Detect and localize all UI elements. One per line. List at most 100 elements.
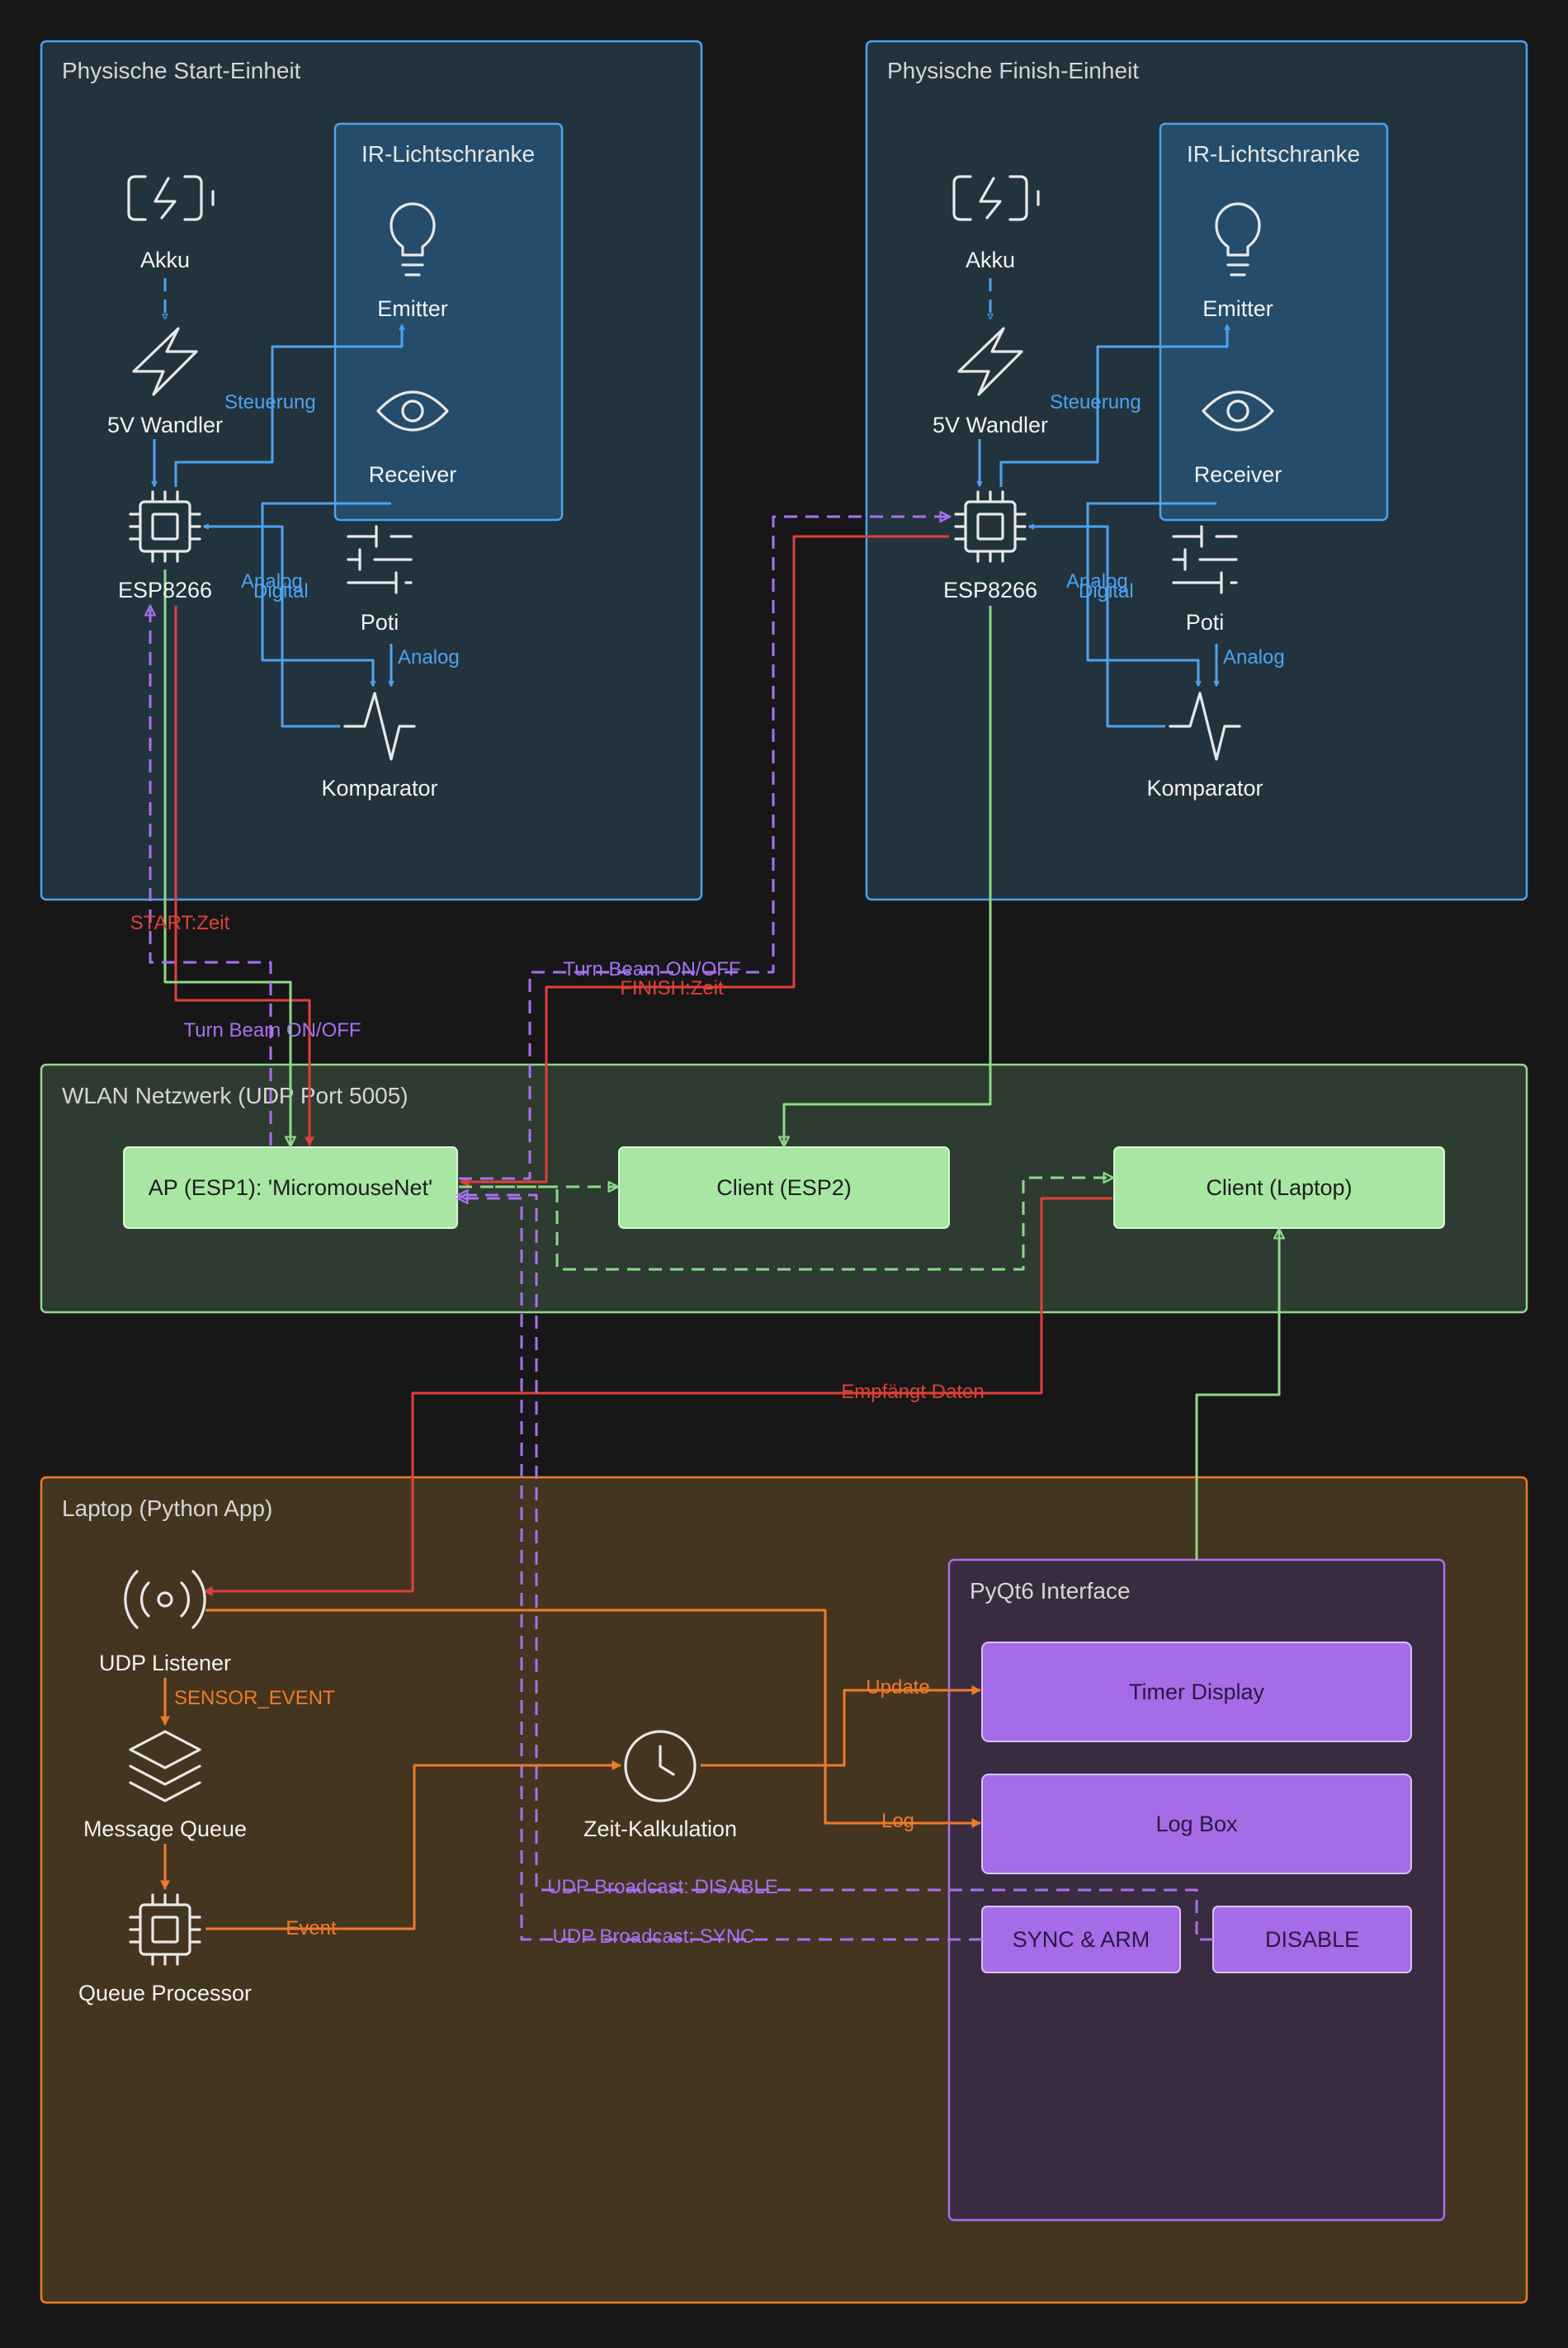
receiver-node-finish: Receiver — [1194, 390, 1282, 487]
turn-beam-label-finish: Turn Beam ON/OFF — [563, 958, 740, 980]
message-queue-node: Message Queue — [83, 1730, 247, 1841]
komparator-node-finish: Komparator — [1146, 692, 1263, 801]
emitter-node-finish: Emitter — [1202, 202, 1273, 321]
disable-button[interactable]: DISABLE — [1212, 1906, 1412, 1973]
wlan-title: WLAN Netzwerk (UDP Port 5005) — [62, 1083, 409, 1108]
empfaengt-daten-label: Empfängt Daten — [841, 1381, 984, 1403]
event-label: Event — [286, 1917, 337, 1939]
start-ir-barrier-group: IR-Lichtschranke — [333, 122, 564, 522]
akku-node-finish: Akku — [952, 175, 1040, 272]
lightning-bolt-icon — [957, 327, 1023, 396]
chip-icon — [954, 490, 1027, 563]
signal-pulse-icon — [343, 692, 416, 761]
chip-icon — [129, 1893, 201, 1966]
pyqt-title: PyQt6 Interface — [970, 1578, 1131, 1604]
layers-icon — [129, 1730, 201, 1802]
chip-icon — [129, 490, 201, 563]
client-laptop-label: Client (Laptop) — [1206, 1175, 1352, 1200]
finish-unit-edges — [980, 278, 1227, 728]
udp-disable-label: UDP Broadcast: DISABLE — [547, 1876, 778, 1898]
esp-label-start: ESP8266 — [118, 578, 212, 602]
battery-charging-icon — [952, 175, 1040, 221]
finish-ir-barrier-group: IR-Lichtschranke — [1159, 122, 1389, 522]
sync-arm-button[interactable]: SYNC & ARM — [981, 1906, 1181, 1973]
udp-listener-node: UDP Listener — [99, 1570, 231, 1675]
eye-icon — [1202, 390, 1274, 432]
sync-arm-label: SYNC & ARM — [1013, 1927, 1150, 1952]
wandler-node-start: 5V Wandler — [107, 327, 223, 437]
laptop-title: Laptop (Python App) — [62, 1495, 272, 1521]
analog-label-start-poti: Analog — [398, 646, 460, 668]
emitter-label-finish: Emitter — [1202, 296, 1273, 321]
log-label: Log — [881, 1810, 914, 1832]
akku-label-start: Akku — [140, 248, 190, 272]
wandler-label-finish: 5V Wandler — [933, 413, 1048, 437]
wandler-label-start: 5V Wandler — [107, 413, 223, 437]
queue-processor-label: Queue Processor — [78, 1981, 252, 2005]
broadcast-icon — [124, 1570, 206, 1629]
start-ir-barrier-title: IR-Lichtschranke — [361, 141, 535, 167]
komparator-node-start: Komparator — [321, 692, 438, 801]
digital-label-finish: Digital — [1079, 580, 1134, 602]
steuerung-label-start: Steuerung — [224, 391, 316, 413]
disable-label: DISABLE — [1265, 1927, 1359, 1952]
network-edge-labels: START:Zeit Turn Beam ON/OFF Turn Beam ON… — [130, 912, 985, 1403]
analog-label-finish: Analog — [1066, 570, 1128, 593]
analog-label-start: Analog — [241, 570, 303, 593]
clock-icon — [624, 1730, 697, 1802]
start-unit-edge-labels: Steuerung Analog Digital Analog — [224, 391, 460, 668]
log-box: Log Box — [981, 1774, 1412, 1874]
poti-node-finish: Poti — [1172, 525, 1238, 635]
signal-pulse-icon — [1169, 692, 1241, 761]
zeit-kalkulation-node: Zeit-Kalkulation — [583, 1730, 737, 1841]
lightbulb-icon — [390, 202, 436, 276]
client-esp2-node: Client (ESP2) — [618, 1146, 950, 1229]
finish-unit-title: Physische Finish-Einheit — [887, 58, 1139, 83]
lightning-bolt-icon — [132, 327, 198, 396]
esp-node-start: ESP8266 — [118, 490, 212, 602]
komparator-label-start: Komparator — [321, 776, 437, 801]
receiver-node-start: Receiver — [369, 390, 457, 487]
laptop-edges — [160, 1609, 982, 1930]
laptop-edge-labels: SENSOR_EVENT Update Log Event UDP Broadc… — [174, 1676, 930, 1948]
log-box-label: Log Box — [1155, 1812, 1238, 1836]
sensor-event-label: SENSOR_EVENT — [174, 1687, 335, 1709]
udp-listener-label: UDP Listener — [99, 1651, 231, 1675]
analog-label-finish-poti: Analog — [1223, 646, 1285, 668]
receiver-label-start: Receiver — [369, 462, 457, 487]
poti-label-finish: Poti — [1186, 610, 1225, 635]
start-unit-title: Physische Start-Einheit — [62, 58, 301, 83]
message-queue-label: Message Queue — [83, 1817, 247, 1841]
eye-icon — [376, 390, 449, 432]
timer-display-label: Timer Display — [1129, 1680, 1265, 1704]
slider-icon — [347, 525, 413, 594]
emitter-node-start: Emitter — [377, 202, 448, 321]
ap-esp1-node: AP (ESP1): 'MicromouseNet' — [123, 1146, 458, 1229]
wandler-node-finish: 5V Wandler — [933, 327, 1048, 437]
akku-node-start: Akku — [127, 175, 215, 272]
receiver-label-finish: Receiver — [1194, 462, 1282, 487]
finish-ir-barrier-title: IR-Lichtschranke — [1187, 141, 1360, 167]
turn-beam-label-start: Turn Beam ON/OFF — [183, 1019, 361, 1042]
poti-node-start: Poti — [347, 525, 413, 635]
akku-label-finish: Akku — [966, 248, 1015, 272]
slider-icon — [1172, 525, 1238, 594]
esp-label-finish: ESP8266 — [943, 578, 1037, 602]
emitter-label-start: Emitter — [377, 296, 448, 321]
start-zeit-label: START:Zeit — [130, 912, 230, 934]
esp-node-finish: ESP8266 — [943, 490, 1037, 602]
zeit-kalkulation-label: Zeit-Kalkulation — [583, 1817, 737, 1841]
network-edges — [150, 517, 1279, 1941]
komparator-label-finish: Komparator — [1146, 776, 1263, 801]
udp-sync-label: UDP Broadcast: SYNC — [553, 1925, 755, 1948]
poti-label-start: Poti — [361, 610, 399, 635]
client-laptop-node: Client (Laptop) — [1113, 1146, 1445, 1229]
battery-charging-icon — [127, 175, 215, 221]
client-esp2-label: Client (ESP2) — [716, 1175, 852, 1200]
steuerung-label-finish: Steuerung — [1050, 391, 1141, 413]
start-unit-edges — [154, 278, 402, 728]
finish-zeit-label: FINISH:Zeit — [620, 977, 724, 999]
timer-display: Timer Display — [981, 1642, 1412, 1742]
digital-label-start: Digital — [253, 580, 309, 602]
